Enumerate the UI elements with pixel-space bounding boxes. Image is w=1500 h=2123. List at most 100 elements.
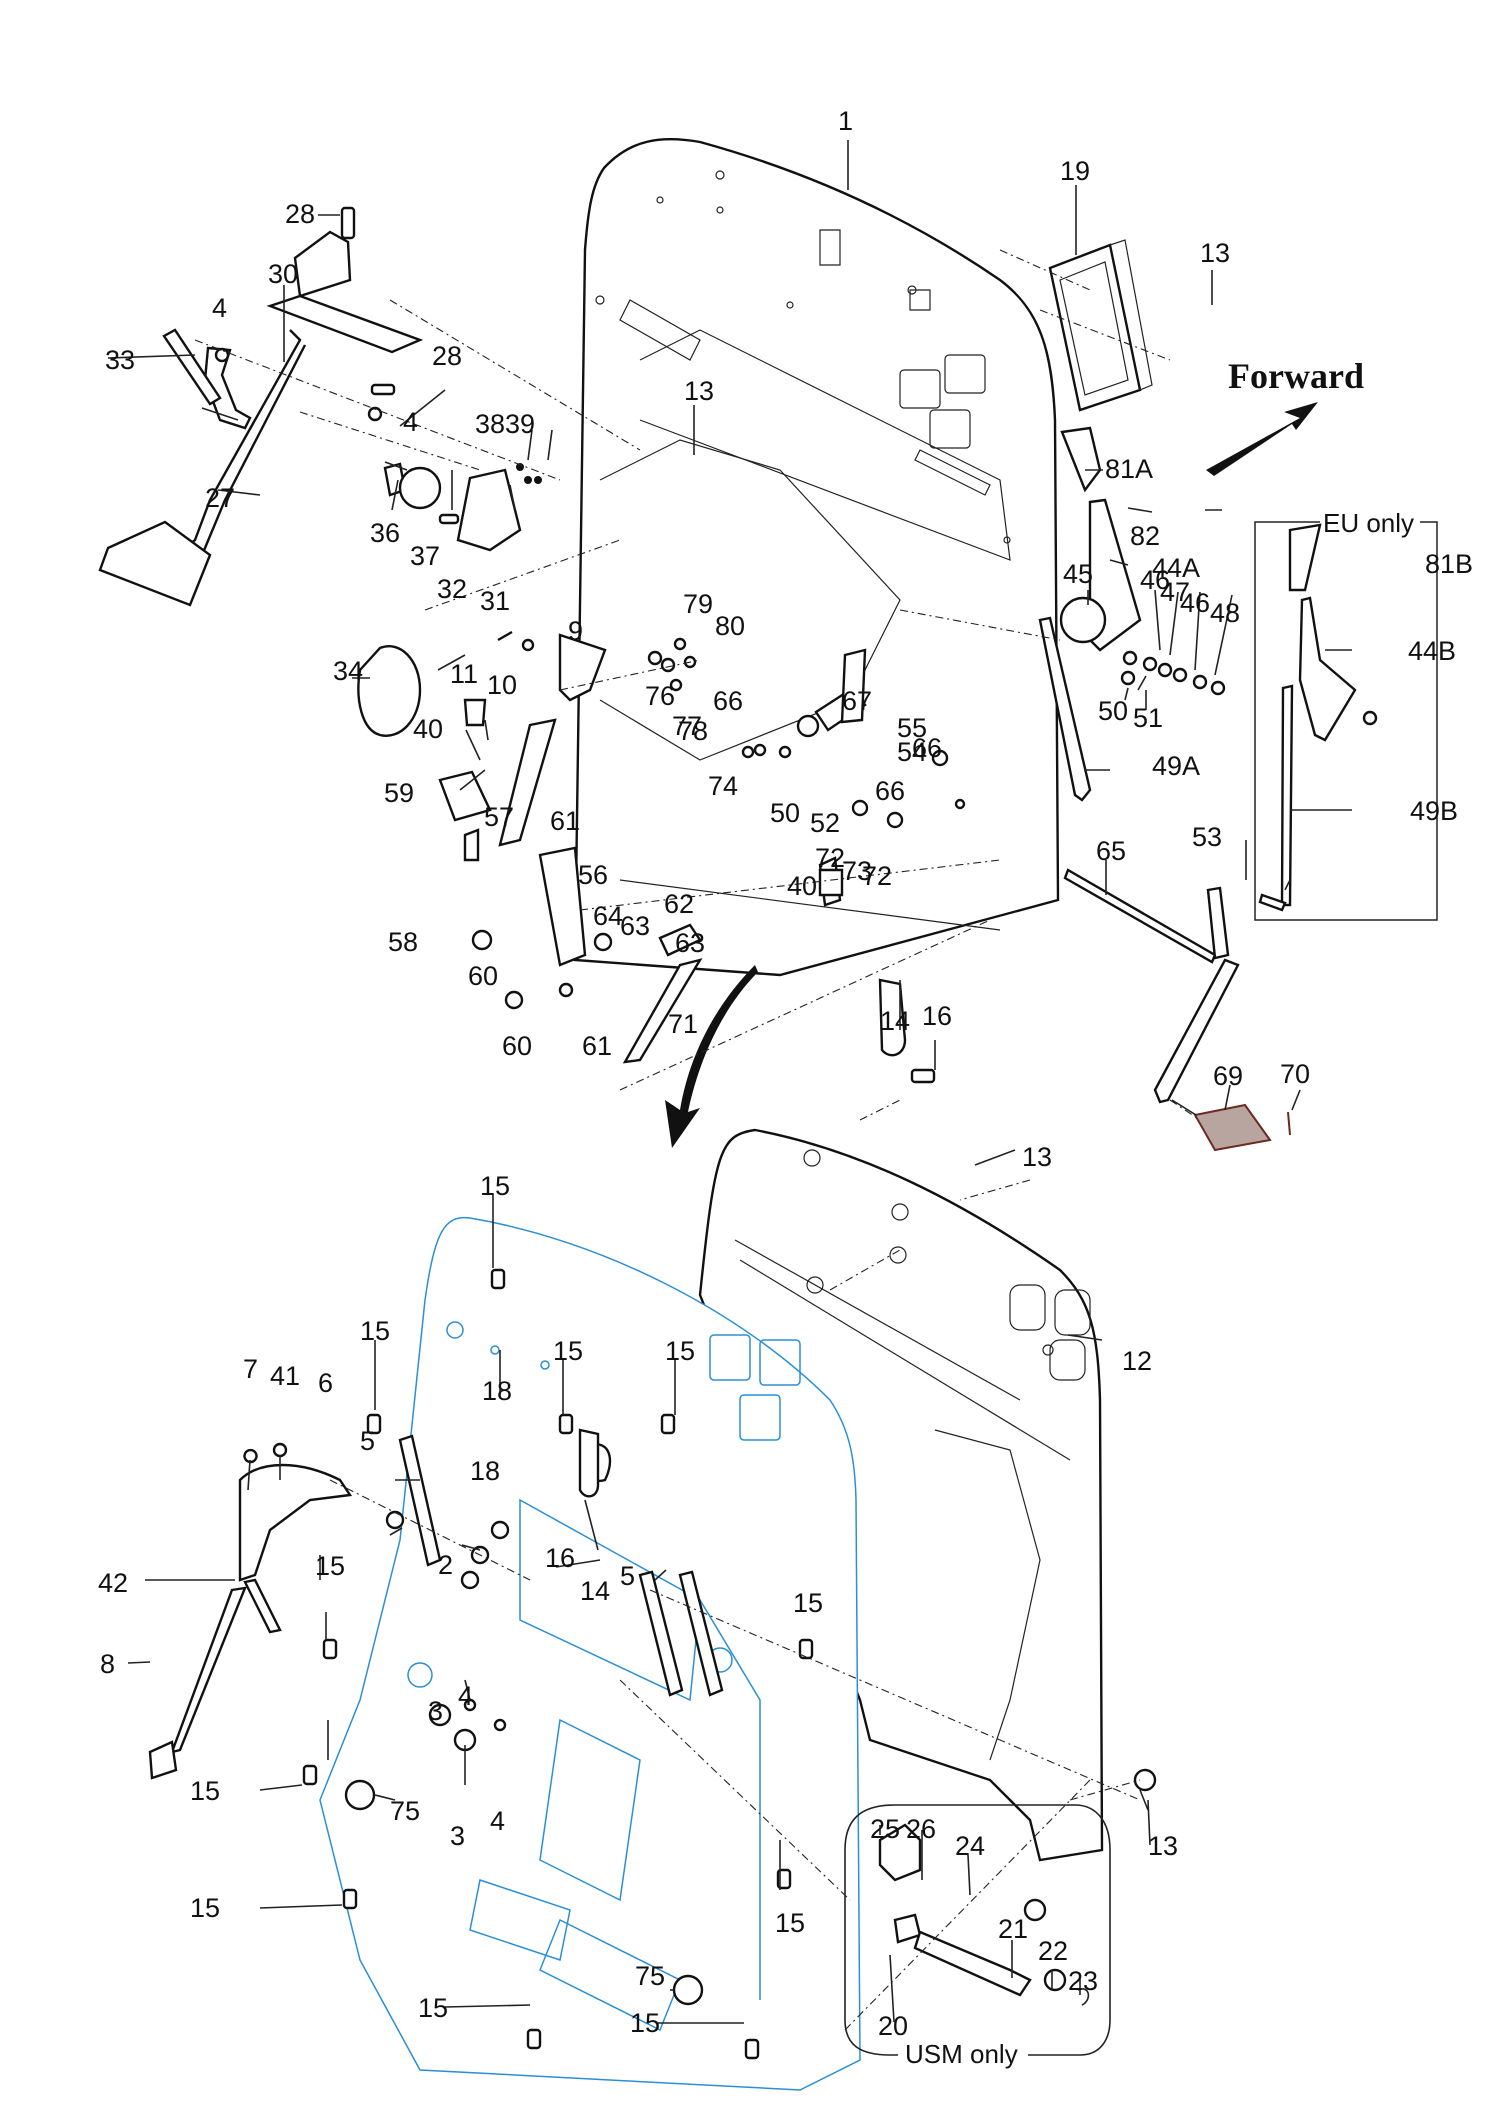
callout-72: 72 — [815, 843, 845, 873]
pedal-right-assembly — [1063, 868, 1291, 1152]
callout-58: 58 — [388, 927, 418, 957]
callout-48: 48 — [1210, 598, 1240, 628]
callout-18: 18 — [470, 1456, 500, 1486]
callout-66: 66 — [713, 686, 743, 716]
callout-66: 66 — [912, 733, 942, 763]
callout-6: 6 — [318, 1368, 333, 1398]
callout-26: 26 — [906, 1814, 936, 1844]
boot-part-19 — [1048, 239, 1153, 412]
callout-3: 3 — [428, 1696, 443, 1726]
callout-27: 27 — [205, 483, 235, 513]
callout-42: 42 — [98, 1568, 128, 1598]
usm-only-label: USM only — [905, 2039, 1018, 2069]
callout-51: 51 — [1133, 703, 1163, 733]
callout-15: 15 — [480, 1171, 510, 1201]
callout-30: 30 — [268, 259, 298, 289]
callout-52: 52 — [810, 808, 840, 838]
callout-44a: 44A — [1152, 553, 1200, 583]
callout-31: 31 — [480, 586, 510, 616]
callout-74: 74 — [708, 771, 738, 801]
callout-37: 37 — [410, 541, 440, 571]
callout-5: 5 — [620, 1561, 635, 1591]
callout-20: 20 — [878, 2011, 908, 2041]
callout-50: 50 — [770, 798, 800, 828]
callout-15: 15 — [418, 1993, 448, 2023]
callout-15: 15 — [360, 1316, 390, 1346]
callout-65: 65 — [1096, 836, 1126, 866]
callout-13: 13 — [1022, 1142, 1052, 1172]
callout-79: 79 — [683, 589, 713, 619]
callout-13: 13 — [684, 376, 714, 406]
sweep-arrow-icon — [665, 965, 758, 1148]
callout-61: 61 — [550, 806, 580, 836]
callout-4: 4 — [403, 407, 418, 437]
callout-15: 15 — [190, 1776, 220, 1806]
callout-81a: 81A — [1105, 454, 1153, 484]
lever-44a-assembly — [1038, 426, 1226, 802]
callout-49b: 49B — [1410, 796, 1458, 826]
callout-1: 1 — [838, 106, 853, 136]
callout-59: 59 — [384, 778, 414, 808]
callout-41: 41 — [270, 1361, 300, 1391]
forward-arrow: Forward — [1206, 356, 1364, 476]
callout-4: 4 — [212, 293, 227, 323]
callout-63: 63 — [620, 911, 650, 941]
callout-60: 60 — [502, 1031, 532, 1061]
callout-22: 22 — [1038, 1936, 1068, 1966]
callout-71: 71 — [668, 1009, 698, 1039]
callout-49a: 49A — [1152, 751, 1200, 781]
callout-57: 57 — [484, 802, 514, 832]
callout-46: 46 — [1140, 565, 1170, 595]
callout-40: 40 — [413, 714, 443, 744]
callout-75: 75 — [635, 1961, 665, 1991]
callout-66: 66 — [875, 776, 905, 806]
callout-61: 61 — [582, 1031, 612, 1061]
callout-39: 39 — [505, 409, 535, 439]
usm-only-group: USM only — [844, 1804, 1111, 2069]
callout-24: 24 — [955, 1831, 985, 1861]
callout-23: 23 — [1068, 1966, 1098, 1996]
callout-15: 15 — [665, 1336, 695, 1366]
callout-14: 14 — [880, 1006, 910, 1036]
callout-10: 10 — [487, 670, 517, 700]
callout-75: 75 — [390, 1796, 420, 1826]
callout-4: 4 — [490, 1806, 505, 1836]
eu-only-group: EU only — [1254, 508, 1438, 921]
callout-81b: 81B — [1425, 549, 1473, 579]
callout-13: 13 — [1200, 238, 1230, 268]
callout-67: 67 — [842, 686, 872, 716]
callout-82: 82 — [1130, 521, 1160, 551]
callout-69: 69 — [1213, 1061, 1243, 1091]
callout-53: 53 — [1192, 822, 1222, 852]
callout-40: 40 — [787, 871, 817, 901]
callout-56: 56 — [578, 860, 608, 890]
callout-78: 78 — [678, 716, 708, 746]
main-plate-part-1 — [573, 137, 1060, 977]
assembly-lines — [194, 249, 1201, 2031]
rear-plate-part-12 — [698, 1128, 1104, 1862]
blue-subassembly — [319, 1216, 861, 2091]
callout-80: 80 — [715, 611, 745, 641]
eu-only-label: EU only — [1323, 508, 1414, 538]
callout-76: 76 — [645, 681, 675, 711]
callout-55: 55 — [897, 713, 927, 743]
callout-45: 45 — [1063, 559, 1093, 589]
lower-hardware — [148, 1268, 1157, 2060]
forward-label: Forward — [1228, 356, 1364, 396]
callout-16: 16 — [922, 1001, 952, 1031]
callout-63: 63 — [675, 928, 705, 958]
upper-hardware — [214, 206, 966, 1064]
callout-3: 3 — [450, 1821, 465, 1851]
callout-8: 8 — [100, 1649, 115, 1679]
callout-34: 34 — [333, 656, 363, 686]
callout-38: 38 — [475, 409, 505, 439]
callout-60: 60 — [468, 961, 498, 991]
callout-2: 2 — [438, 1550, 453, 1580]
callout-28: 28 — [432, 341, 462, 371]
pedal-pad-part-69 — [1193, 1103, 1272, 1152]
callout-70: 70 — [1280, 1059, 1310, 1089]
callout-21: 21 — [998, 1914, 1028, 1944]
forward-arrow-icon — [1206, 402, 1318, 476]
